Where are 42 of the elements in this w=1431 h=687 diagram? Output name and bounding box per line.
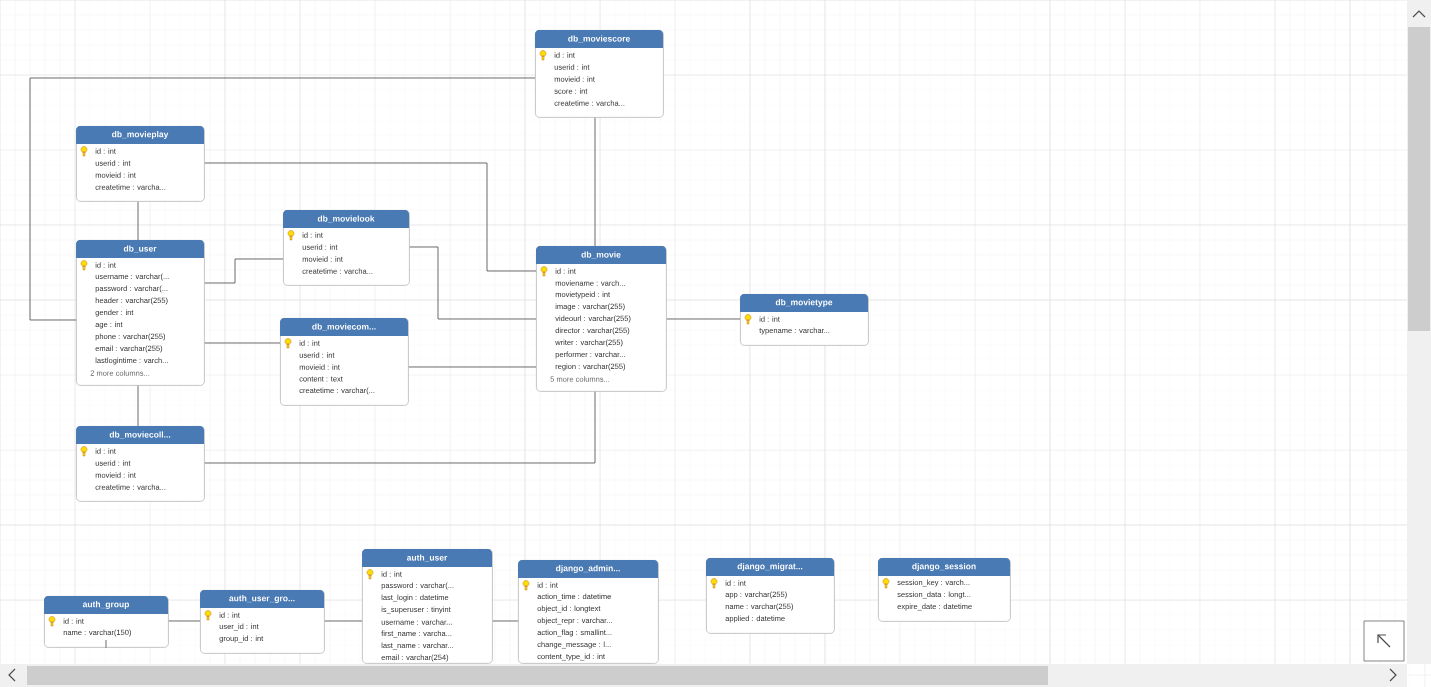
table-box — [280, 318, 409, 406]
table-box — [76, 126, 205, 202]
table-box — [535, 30, 664, 118]
connector-line — [492, 620, 519, 622]
connector-line — [409, 246, 537, 320]
table-box — [536, 246, 667, 392]
connector-line — [105, 639, 107, 649]
connector-line — [594, 117, 596, 247]
table-title: django_session — [912, 563, 976, 571]
table-box — [740, 294, 869, 346]
table-title: db_user — [123, 245, 157, 253]
table-title: auth_group — [82, 601, 130, 609]
connector-line — [204, 162, 537, 272]
connector-line — [666, 318, 741, 320]
connector-line — [408, 366, 537, 368]
table-box — [200, 590, 325, 654]
connector-line — [204, 391, 596, 464]
table-title: db_moviecom... — [312, 323, 376, 331]
table-box — [706, 558, 835, 634]
connector-line — [29, 77, 536, 321]
connector-line — [168, 620, 201, 622]
table-box — [518, 560, 659, 664]
table-box — [878, 558, 1011, 622]
table-title: db_moviescore — [568, 35, 630, 43]
table-title: django_admin... — [556, 565, 620, 573]
connector-line — [204, 342, 281, 344]
table-title: db_movie — [581, 251, 621, 259]
table-title: db_movielook — [317, 215, 375, 223]
table-title: auth_user — [406, 554, 448, 562]
table-title: auth_user_gro... — [229, 595, 295, 603]
connector-line — [137, 201, 139, 241]
connector-line — [324, 620, 363, 622]
table-box — [76, 426, 205, 502]
connector-line — [137, 385, 139, 427]
table-title: db_movietype — [775, 299, 833, 307]
connector-line — [204, 258, 284, 284]
table-title: db_moviecoll... — [109, 431, 171, 439]
table-title: db_movieplay — [112, 131, 169, 139]
table-box — [76, 240, 205, 386]
table-box — [44, 596, 169, 648]
table-box — [283, 210, 410, 286]
table-box — [362, 549, 493, 664]
